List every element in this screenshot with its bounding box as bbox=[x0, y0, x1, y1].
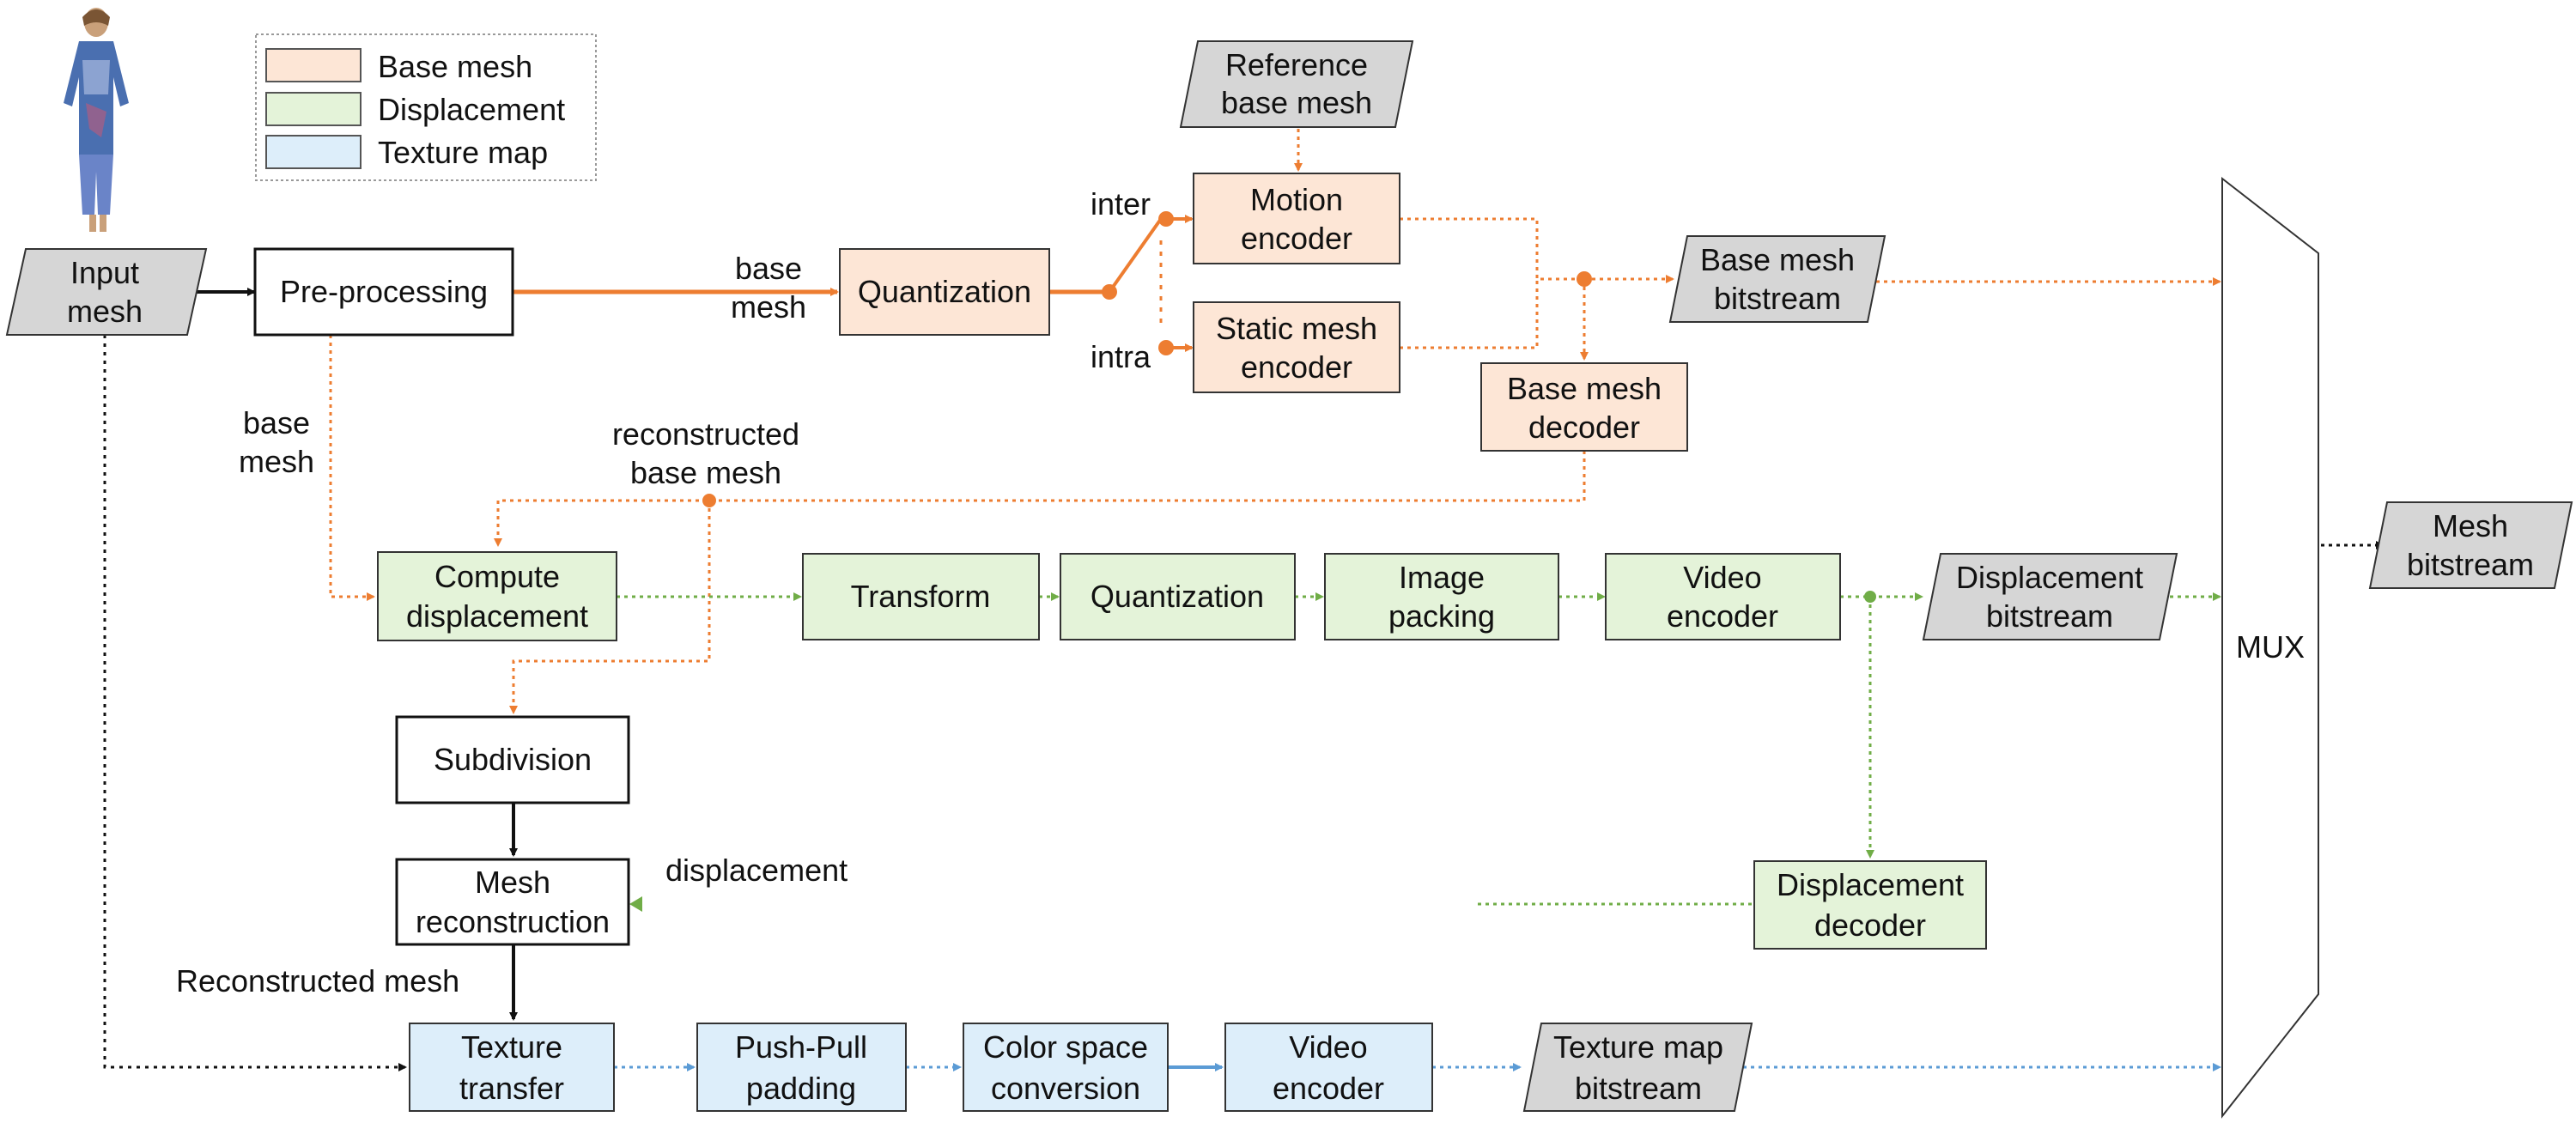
label-reconstructed-mesh: Reconstructed mesh bbox=[176, 963, 459, 998]
node-base-mesh-decoder: Base mesh decoder bbox=[1480, 362, 1688, 452]
node-quantization-displacement: Quantization bbox=[1060, 553, 1296, 640]
node-label: displacement bbox=[406, 598, 588, 634]
legend: Base mesh Displacement Texture map bbox=[255, 33, 597, 181]
label-base-mesh-top: mesh bbox=[731, 289, 806, 325]
node-label: encoder bbox=[1241, 221, 1352, 256]
label-base-mesh-top: base bbox=[735, 251, 802, 286]
node-base-mesh-bitstream: Base mesh bitstream bbox=[1668, 235, 1886, 323]
edge-motion-encoder-to-junction bbox=[1400, 217, 1584, 281]
node-label: encoder bbox=[1241, 349, 1352, 385]
node-label: Mesh bbox=[2433, 508, 2508, 543]
label-reconstructed-base-mesh: base mesh bbox=[630, 455, 781, 490]
node-subdivision: Subdivision bbox=[395, 715, 630, 804]
node-label: Input bbox=[70, 255, 139, 290]
label-inter: inter bbox=[1091, 186, 1151, 222]
legend-swatch-texture-map bbox=[265, 135, 361, 169]
node-label: Color space bbox=[983, 1029, 1148, 1065]
node-label: Static mesh bbox=[1216, 311, 1377, 346]
node-label: Pre-processing bbox=[280, 274, 488, 309]
node-transform: Transform bbox=[802, 553, 1040, 640]
legend-label-displacement: Displacement bbox=[378, 92, 565, 127]
displacement-arrowhead-into-reconstruction bbox=[629, 896, 642, 912]
edge-base-decoder-reconstructed bbox=[494, 451, 1586, 547]
edges bbox=[103, 129, 2385, 1071]
node-label: Displacement bbox=[1777, 867, 1964, 902]
input-mesh-figure-image bbox=[64, 8, 129, 232]
switch-arm bbox=[1108, 217, 1163, 294]
label-base-mesh-left: base bbox=[243, 405, 310, 440]
node-mesh-reconstruction: Mesh reconstruction bbox=[395, 858, 630, 946]
node-label: MUX bbox=[2236, 629, 2305, 665]
node-texture-map-bitstream: Texture map bitstream bbox=[1522, 1023, 1753, 1112]
legend-label-base-mesh: Base mesh bbox=[378, 49, 532, 84]
node-label: Mesh bbox=[475, 865, 550, 900]
node-push-pull-padding: Push-Pull padding bbox=[696, 1023, 907, 1112]
node-label: decoder bbox=[1528, 410, 1640, 445]
node-displacement-decoder: Displacement decoder bbox=[1753, 860, 1987, 950]
edge-static-encoder-to-junction bbox=[1400, 279, 1539, 349]
node-compute-displacement: Compute displacement bbox=[377, 551, 617, 641]
node-quantization-base: Quantization bbox=[839, 248, 1050, 336]
edge-labels: inter intra base mesh base mesh reconstr… bbox=[176, 186, 1151, 998]
edge-input-to-texture-transfer bbox=[103, 335, 407, 1071]
node-image-packing: Image packing bbox=[1324, 553, 1559, 640]
node-static-mesh-encoder: Static mesh encoder bbox=[1193, 301, 1400, 393]
edge-reconstructed-to-subdivision bbox=[509, 501, 711, 714]
node-label: bitstream bbox=[1986, 598, 2113, 634]
node-label: bitstream bbox=[1714, 281, 1841, 316]
node-label: Reference bbox=[1225, 47, 1368, 82]
node-label: Base mesh bbox=[1507, 371, 1662, 406]
node-label: mesh bbox=[67, 294, 143, 329]
node-label: reconstruction bbox=[416, 904, 610, 939]
node-label: packing bbox=[1388, 598, 1495, 634]
node-label: Push-Pull bbox=[735, 1029, 867, 1065]
node-label: Quantization bbox=[858, 274, 1031, 309]
node-label: bitstream bbox=[2407, 547, 2534, 582]
node-label: Video bbox=[1289, 1029, 1367, 1065]
edge-preprocessing-to-compute-displacement bbox=[329, 335, 375, 601]
node-video-encoder-displacement: Video encoder bbox=[1605, 553, 1841, 640]
node-color-space-conversion: Color space conversion bbox=[963, 1023, 1169, 1112]
label-reconstructed-base-mesh: reconstructed bbox=[612, 416, 799, 452]
node-motion-encoder: Motion encoder bbox=[1193, 173, 1400, 264]
node-label: Subdivision bbox=[434, 742, 592, 777]
node-label: Texture map bbox=[1553, 1029, 1723, 1065]
label-intra: intra bbox=[1091, 339, 1151, 374]
node-reference-base-mesh: Reference base mesh bbox=[1179, 40, 1414, 128]
node-label: conversion bbox=[991, 1071, 1140, 1106]
node-label: encoder bbox=[1273, 1071, 1384, 1106]
node-label: Displacement bbox=[1956, 560, 2143, 595]
legend-swatch-displacement bbox=[265, 92, 361, 126]
node-label: bitstream bbox=[1575, 1071, 1702, 1106]
node-label: Motion bbox=[1250, 182, 1343, 217]
label-base-mesh-left: mesh bbox=[239, 444, 314, 479]
node-label: base mesh bbox=[1221, 85, 1372, 120]
node-input-mesh: Input mesh bbox=[5, 248, 208, 336]
node-mesh-bitstream: Mesh bitstream bbox=[2368, 501, 2573, 589]
node-label: decoder bbox=[1814, 907, 1926, 943]
node-label: Quantization bbox=[1091, 579, 1264, 614]
legend-label-texture-map: Texture map bbox=[378, 135, 548, 170]
node-video-encoder-texture: Video encoder bbox=[1224, 1023, 1433, 1112]
node-mux: MUX bbox=[2221, 176, 2319, 1119]
node-label: Image bbox=[1399, 560, 1485, 595]
node-label: padding bbox=[746, 1071, 856, 1106]
node-label: Compute bbox=[434, 559, 560, 594]
label-displacement: displacement bbox=[665, 853, 848, 888]
node-label: encoder bbox=[1667, 598, 1778, 634]
node-preprocessing: Pre-processing bbox=[253, 247, 514, 337]
node-label: Texture bbox=[461, 1029, 562, 1065]
node-label: Base mesh bbox=[1700, 242, 1855, 277]
node-label: transfer bbox=[459, 1071, 564, 1106]
node-label: Transform bbox=[851, 579, 991, 614]
legend-swatch-base-mesh bbox=[265, 48, 361, 82]
node-texture-transfer: Texture transfer bbox=[409, 1023, 615, 1112]
node-label: Video bbox=[1683, 560, 1761, 595]
node-displacement-bitstream: Displacement bitstream bbox=[1922, 553, 2178, 640]
